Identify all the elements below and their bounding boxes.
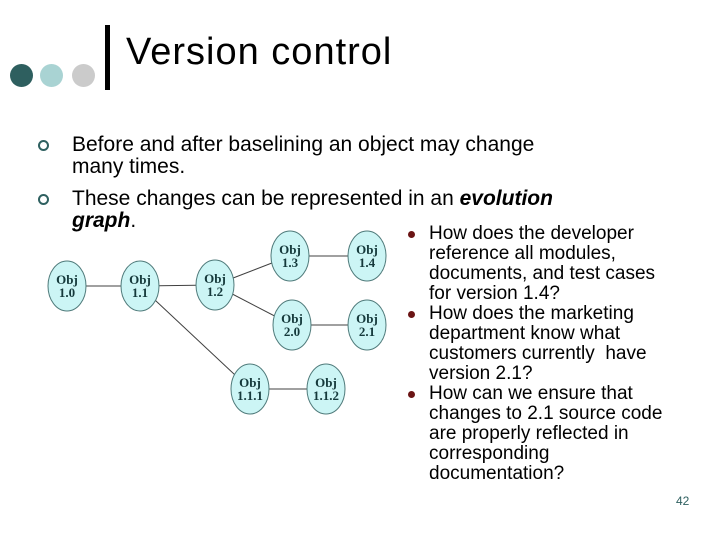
text-line: changes to 2.1 source code xyxy=(429,403,663,424)
text-line: are properly reflected in xyxy=(429,423,629,444)
hollow-circle-bullet-icon xyxy=(38,194,49,205)
text-line: documents, and test cases xyxy=(429,263,656,284)
graph-node-ellipse xyxy=(306,363,346,415)
decor-dot-light-teal xyxy=(40,64,63,87)
text-line: How can we ensure that xyxy=(429,383,633,404)
bullet-item: Before and after baselining an object ma… xyxy=(38,134,638,178)
text-line: many times. xyxy=(72,155,186,178)
text-line: documentation? xyxy=(429,463,565,484)
text-line: for version 1.4? xyxy=(429,283,560,304)
emphasized-text: evolution xyxy=(459,187,553,210)
graph-node-ellipse xyxy=(270,230,310,282)
emphasized-text: graph xyxy=(72,209,131,232)
graph-node-ellipse xyxy=(47,260,87,312)
decor-dot-dark-teal xyxy=(10,64,33,87)
slide-title: Version control xyxy=(126,31,393,73)
round-bullet-icon xyxy=(408,391,415,398)
page-number: 42 xyxy=(676,494,690,508)
graph-node-ellipse xyxy=(272,299,312,351)
text-line: department know what xyxy=(429,323,621,344)
bullet-text-line: graph. xyxy=(72,210,553,232)
graph-node-ellipse xyxy=(195,259,235,311)
plain-text: . xyxy=(130,209,137,232)
text-line: customers currently have xyxy=(429,343,647,364)
text-line: Before and after baselining an object ma… xyxy=(72,133,535,156)
graph-edge xyxy=(139,285,251,390)
bullet-text-line: These changes can be represented in an e… xyxy=(72,188,553,210)
round-bullet-icon xyxy=(408,231,415,238)
title-divider-bar xyxy=(105,25,110,90)
graph-node-ellipse xyxy=(120,260,160,312)
bullet-text: These changes can be represented in an e… xyxy=(72,188,553,232)
decor-dot-gray xyxy=(72,64,95,87)
graph-node-ellipse xyxy=(347,299,387,351)
text-line: reference all modules, xyxy=(429,243,616,264)
graph-node-ellipse xyxy=(230,363,270,415)
hollow-circle-bullet-icon xyxy=(38,140,49,151)
text-line: How does the developer xyxy=(429,223,634,244)
text-line: corresponding xyxy=(429,443,550,464)
text-line: version 2.1? xyxy=(429,363,533,384)
bullet-text: Before and after baselining an object ma… xyxy=(72,134,534,178)
graph-node-ellipse xyxy=(347,230,387,282)
plain-text: These changes can be represented in an xyxy=(72,187,460,210)
text-line: How does the marketing xyxy=(429,303,634,324)
main-bullet-list: Before and after baselining an object ma… xyxy=(38,134,638,232)
bullet-item: These changes can be represented in an e… xyxy=(38,188,638,232)
round-bullet-icon xyxy=(408,311,415,318)
